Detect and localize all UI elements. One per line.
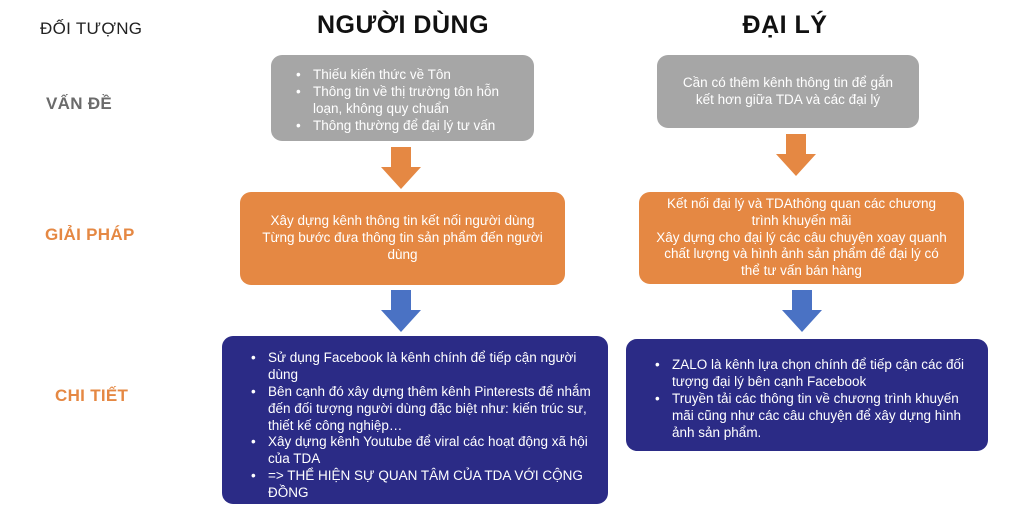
agent-detail-list: ZALO là kênh lựa chọn chính để tiếp cận … bbox=[650, 357, 974, 441]
down-arrow-icon bbox=[776, 134, 816, 176]
user-solution-box: Xây dựng kênh thông tin kết nối người dù… bbox=[240, 192, 565, 285]
agent-detail-box: ZALO là kênh lựa chọn chính để tiếp cận … bbox=[626, 339, 988, 451]
agent-problem-text: Cần có thêm kênh thông tin để gắn kết hơ… bbox=[682, 74, 894, 107]
agent-solution-box: Kết nối đại lý và TDAthông quan các chươ… bbox=[639, 192, 964, 284]
agent-solution-line-1: Kết nối đại lý và TDAthông quan các chươ… bbox=[666, 195, 937, 228]
list-item: Truyền tải các thông tin về chương trình… bbox=[655, 391, 974, 442]
list-item: Thông tin về thị trường tôn hỗn loạn, kh… bbox=[296, 84, 524, 118]
user-solution-line-1: Xây dựng kênh thông tin kết nối người dù… bbox=[270, 213, 535, 229]
list-item: Sử dụng Facebook là kênh chính để tiếp c… bbox=[251, 350, 594, 384]
user-solution-line-2: Từng bước đưa thông tin sản phẩm đến ngư… bbox=[262, 230, 543, 262]
down-arrow-icon bbox=[782, 290, 822, 332]
agent-column-title: ĐẠI LÝ bbox=[742, 11, 828, 39]
list-item: Thiếu kiến thức về Tôn bbox=[296, 67, 524, 84]
down-arrow-icon bbox=[381, 290, 421, 332]
agent-solution-line-2: Xây dựng cho đại lý các câu chuyện xoay … bbox=[656, 229, 947, 279]
solution-row-label: GIẢI PHÁP bbox=[45, 225, 135, 244]
subject-header-label: ĐỐI TƯỢNG bbox=[40, 19, 143, 38]
user-detail-box: Sử dụng Facebook là kênh chính để tiếp c… bbox=[222, 336, 608, 504]
problem-row-label: VẤN ĐỀ bbox=[46, 94, 113, 113]
user-column-title: NGƯỜI DÙNG bbox=[316, 11, 490, 39]
user-detail-list: Sử dụng Facebook là kênh chính để tiếp c… bbox=[246, 350, 594, 502]
list-item: Bên cạnh đó xây dựng thêm kênh Pinterest… bbox=[251, 384, 594, 435]
list-item: Xây dựng kênh Youtube để viral các hoạt … bbox=[251, 434, 594, 468]
list-item: => THỂ HIỆN SỰ QUAN TÂM CỦA TDA VỚI CỘNG… bbox=[251, 468, 594, 502]
detail-row-label: CHI TIẾT bbox=[55, 386, 129, 405]
user-problem-box: Thiếu kiến thức về Tôn Thông tin về thị … bbox=[271, 55, 534, 141]
list-item: Thông thường để đại lý tư vấn bbox=[296, 118, 524, 135]
down-arrow-icon bbox=[381, 147, 421, 189]
agent-problem-box: Cần có thêm kênh thông tin để gắn kết hơ… bbox=[657, 55, 919, 128]
user-problem-list: Thiếu kiến thức về Tôn Thông tin về thị … bbox=[291, 67, 524, 135]
list-item: ZALO là kênh lựa chọn chính để tiếp cận … bbox=[655, 357, 974, 391]
